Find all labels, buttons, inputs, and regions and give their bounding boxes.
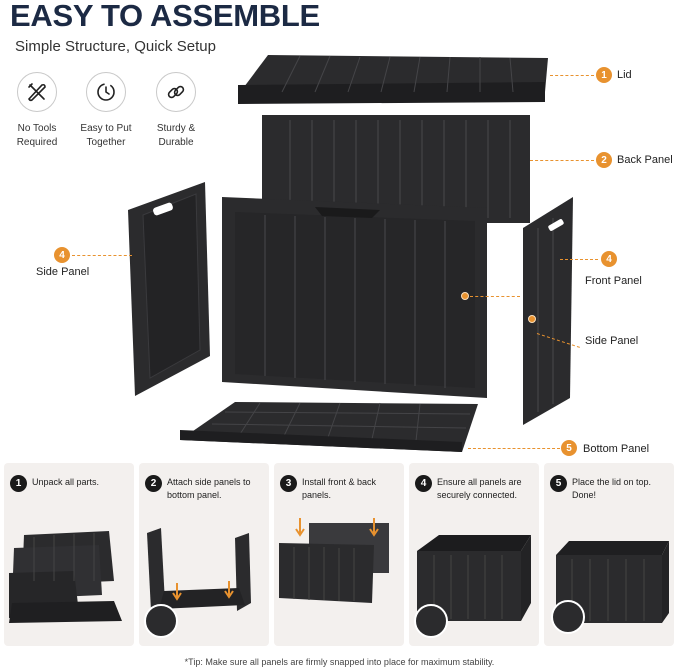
connected-panels-illustration xyxy=(414,535,531,638)
step-1: 1 Unpack all parts. xyxy=(4,463,134,646)
link-icon xyxy=(156,72,196,112)
assembly-tip: *Tip: Make sure all panels are firmly sn… xyxy=(184,657,495,667)
feature-label-line1: Sturdy & xyxy=(156,123,196,134)
lid-panel xyxy=(128,55,573,452)
step-4: 4 Ensure all panels are securely connect… xyxy=(409,463,539,646)
side-left-leader xyxy=(72,255,132,256)
callout-label-back: Back Panel xyxy=(617,154,673,166)
callout-number: 2 xyxy=(596,152,612,168)
feature-sturdy: Sturdy & Durable xyxy=(143,72,209,150)
step-number: 2 xyxy=(145,475,162,492)
tools-icon xyxy=(17,72,57,112)
feature-label-line2: Durable xyxy=(158,137,194,148)
front-marker-leader xyxy=(470,296,520,297)
callout-label-bottom: Bottom Panel xyxy=(583,443,650,455)
unpacked-parts-illustration xyxy=(9,531,122,623)
side-panel-marker xyxy=(528,315,536,323)
callout-label-lid: Lid xyxy=(617,69,632,81)
page-title: EASY TO ASSEMBLE xyxy=(10,0,320,33)
callout-number: 4 xyxy=(601,251,617,267)
front-leader xyxy=(560,259,598,260)
callout-label-side-left: Side Panel xyxy=(36,266,90,278)
step-text: Install front & back panels. xyxy=(302,477,377,500)
step-3: 3 Install front & back panels. xyxy=(274,463,404,646)
step-number: 4 xyxy=(415,475,432,492)
callout-number: 1 xyxy=(596,67,612,83)
step-number: 1 xyxy=(10,475,27,492)
step-2: 2 Attach side panels to bottom panel. xyxy=(139,463,269,646)
page-subtitle: Simple Structure, Quick Setup xyxy=(15,38,216,55)
step-text: Ensure all panels are securely connected… xyxy=(437,477,522,500)
step-text: Place the lid on top. Done! xyxy=(572,477,652,500)
callout-number: 4 xyxy=(54,247,70,263)
back-leader xyxy=(530,160,594,161)
install-front-back-illustration xyxy=(279,518,389,603)
step-text: Attach side panels to bottom panel. xyxy=(167,477,251,500)
callout-label-side-right: Side Panel xyxy=(585,335,639,347)
feature-label-line1: No Tools xyxy=(17,123,57,134)
step-number: 5 xyxy=(550,475,567,492)
step-5: 5 Place the lid on top. Done! xyxy=(544,463,674,646)
feature-label-line1: Easy to Put xyxy=(80,123,132,134)
lid-leader xyxy=(550,75,594,76)
callout-number: 5 xyxy=(561,440,577,456)
callout-label-front: Front Panel xyxy=(585,275,642,287)
bottom-leader xyxy=(468,448,560,449)
step-text: Unpack all parts. xyxy=(32,477,100,487)
finished-box-illustration xyxy=(551,541,669,634)
feature-label-line2: Required xyxy=(16,137,58,148)
attach-sides-illustration xyxy=(144,528,251,638)
feature-label-line2: Together xyxy=(86,137,126,148)
clock-icon xyxy=(86,72,126,112)
front-panel-marker xyxy=(461,292,469,300)
step-number: 3 xyxy=(280,475,297,492)
